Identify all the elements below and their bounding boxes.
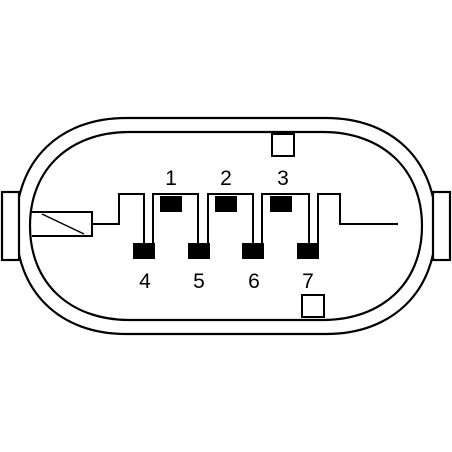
- top-coding-key: [271, 133, 295, 157]
- pin-3-label: 3: [277, 167, 289, 190]
- pin-2-contact: [215, 196, 237, 212]
- pin-5-label: 5: [193, 270, 205, 293]
- pin-6-label: 6: [248, 270, 260, 293]
- left-latch-guide-diagonal: [41, 213, 85, 235]
- pin-7-label: 7: [302, 270, 314, 293]
- pin-5-contact: [188, 243, 210, 259]
- pin-1-label: 1: [165, 167, 177, 190]
- pin-2-label: 2: [220, 167, 232, 190]
- left-locking-tab: [0, 190, 21, 262]
- pin-7-contact: [297, 243, 319, 259]
- pin-6-contact: [242, 243, 264, 259]
- pin-1-contact: [160, 196, 182, 212]
- connector-housing-outer: [14, 116, 438, 336]
- pin-4-contact: [133, 243, 155, 259]
- terminal-cavity-outline: [92, 193, 398, 249]
- connector-housing-inner: [28, 130, 424, 322]
- right-locking-tab: [431, 190, 452, 262]
- pin-4-label: 4: [139, 270, 151, 293]
- bottom-coding-key: [301, 294, 325, 318]
- pin-3-contact: [270, 196, 292, 212]
